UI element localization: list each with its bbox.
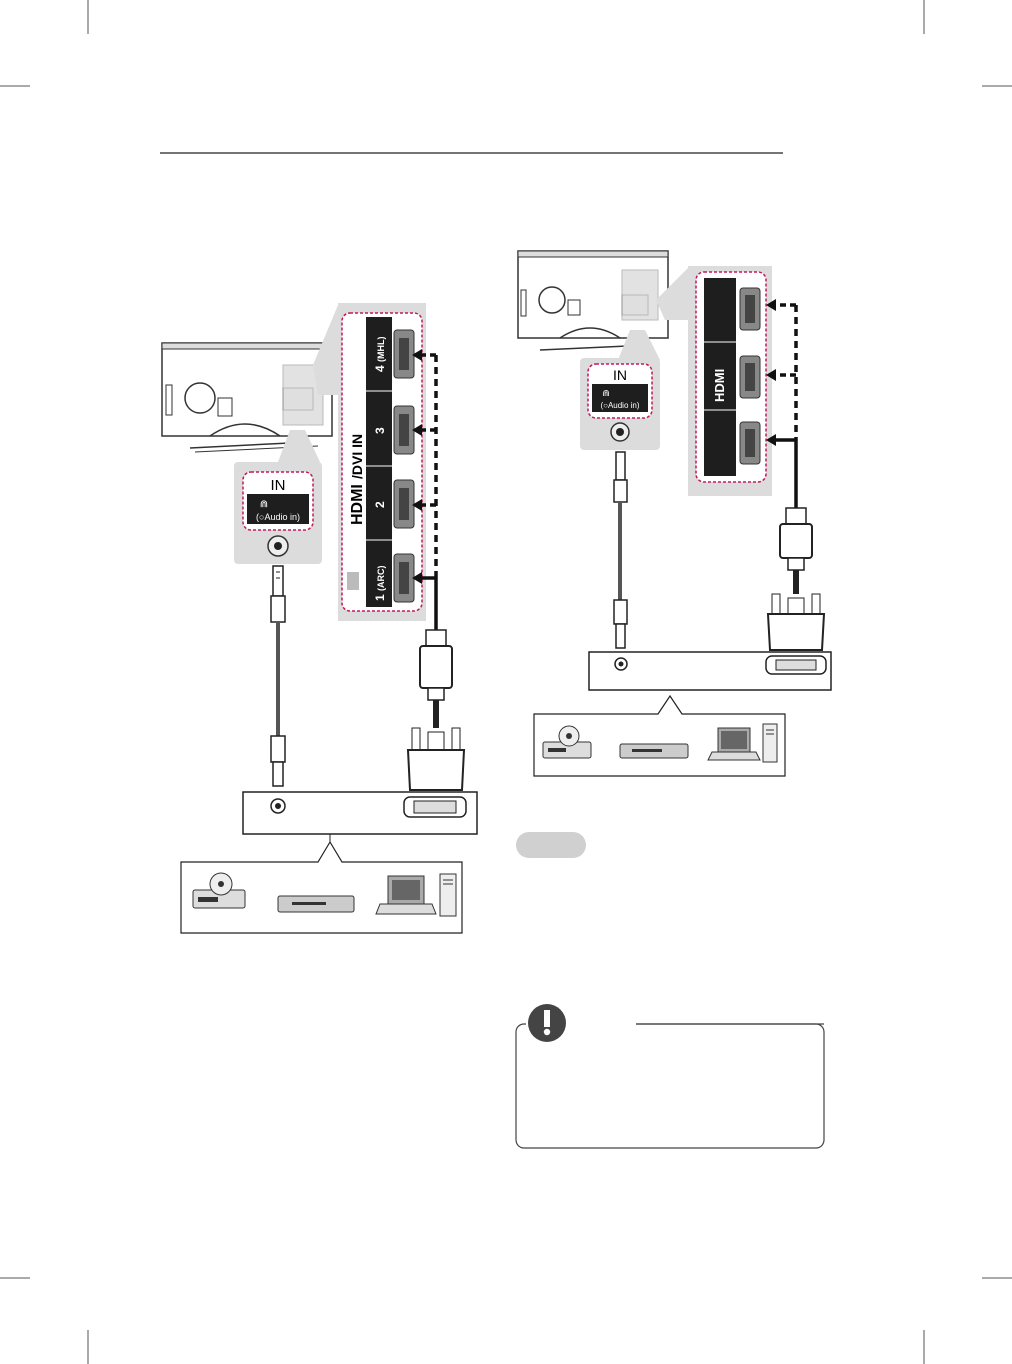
hdmi-dvi-cable-right <box>766 507 826 651</box>
set-top-box-icon <box>277 895 355 913</box>
section-pill <box>516 832 586 858</box>
note-box <box>515 1004 825 1149</box>
hdmi-panel-right: HDMI <box>688 266 772 496</box>
warning-icon <box>528 1004 566 1042</box>
in-panel-right: IN ⋒ (○Audio in) <box>580 358 660 450</box>
hdmi-port-right-2 <box>739 355 761 399</box>
hdmi-port-4 <box>393 329 415 379</box>
port-label-2: 2 <box>373 501 387 508</box>
callout-wedge-in-right <box>618 330 660 360</box>
in-label-right: IN <box>613 367 627 383</box>
hdmi-title-suffix-left: /DVI IN <box>349 434 365 479</box>
device-box-right <box>588 651 832 691</box>
hdmi-port-1 <box>393 553 415 603</box>
audio-cable-left <box>270 565 286 787</box>
callout-wedge-in-left <box>278 430 320 462</box>
dvd-player-icon <box>542 725 592 759</box>
device-box-left <box>242 791 478 862</box>
hdmi-port-right-1 <box>739 287 761 331</box>
laptop-icon <box>707 727 761 761</box>
hdmi-logo-right: HDMI <box>712 369 727 402</box>
in-panel-left: IN ⋒ (○Audio in) <box>234 462 322 564</box>
left-diagram: IN ⋒ (○Audio in) HDMI /DVI IN 4 (MHL) 3 … <box>161 303 478 934</box>
arrowheads-left <box>412 349 422 584</box>
port-label-1: 1 (ARC) <box>373 565 387 601</box>
audio-in-label-right: (○Audio in) <box>600 401 639 410</box>
pc-tower-icon <box>439 873 457 917</box>
headphone-icon-left: ⋒ <box>260 499 268 510</box>
audio-in-label-left: (○Audio in) <box>256 512 300 522</box>
device-icons-callout-left <box>180 840 463 934</box>
port-label-4: 4 (MHL) <box>373 336 387 372</box>
port-label-3: 3 <box>373 427 387 434</box>
hdmi-port-2 <box>393 479 415 529</box>
tv-back-right <box>517 250 669 351</box>
audio-cable-right <box>613 451 628 649</box>
hdmi-port-3 <box>393 405 415 455</box>
pc-tower-icon <box>762 723 778 763</box>
device-icons-callout-right <box>533 694 786 777</box>
arrowheads-right <box>766 299 776 446</box>
in-label-left: IN <box>271 477 286 494</box>
hdmi-port-right-3 <box>739 421 761 465</box>
headphone-icon-right: ⋒ <box>602 388 610 398</box>
hdmi-dvi-cable-left <box>406 629 466 791</box>
dvd-player-icon <box>192 872 246 909</box>
set-top-box-icon <box>619 743 689 759</box>
hdmi-logo-left: HDMI <box>349 484 366 525</box>
laptop-icon <box>375 875 437 915</box>
callout-wedge-hdmi-left <box>313 305 338 395</box>
right-diagram: IN ⋒ (○Audio in) HDMI <box>517 250 832 777</box>
hdmi-connection-lines-right <box>776 303 798 508</box>
hdmi-panel-left: HDMI /DVI IN 4 (MHL) 3 2 1 (ARC) <box>338 303 426 621</box>
callout-wedge-hdmi-right <box>656 268 688 320</box>
